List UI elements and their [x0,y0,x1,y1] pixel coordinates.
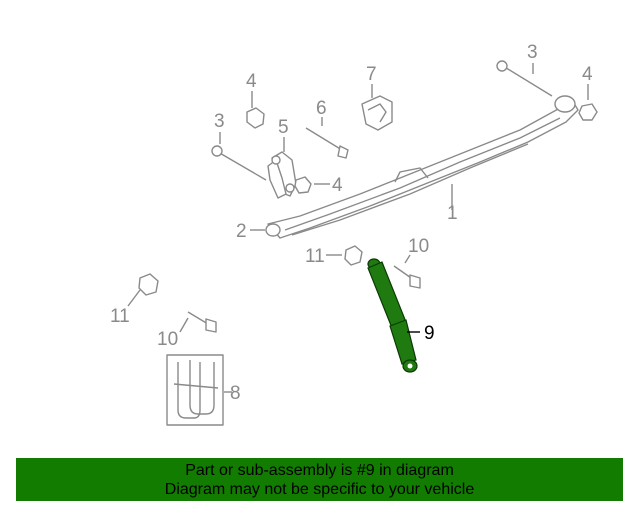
banner-line-1: Part or sub-assembly is #9 in diagram [185,461,454,479]
bolt-10-lower[interactable] [187,311,217,333]
bolt-upper-right[interactable] [496,60,553,97]
callout-8: 8 [230,383,241,404]
banner-line-2: Diagram may not be specific to your vehi… [164,480,475,498]
callout-10-lower: 10 [157,329,178,350]
callout-labels: 3 4 4 3 5 6 7 4 1 2 11 10 11 10 8 9 [110,42,593,404]
callout-11-upper: 11 [305,246,325,267]
callout-5: 5 [278,117,289,138]
u-bolt-kit[interactable] [166,354,224,426]
nut-upper-left[interactable] [246,107,265,129]
callout-9: 9 [424,323,435,344]
callout-4-left: 4 [246,71,257,92]
callout-10-upper: 10 [408,236,429,257]
bolt-6[interactable] [305,127,349,159]
bolt-left[interactable] [211,145,267,181]
parts-diagram: 3 4 4 3 5 6 7 4 1 2 11 10 11 10 8 9 [110,42,598,426]
callout-4-middle: 4 [332,175,343,196]
notice-banner: Part or sub-assembly is #9 in diagram Di… [16,458,623,501]
callout-7: 7 [366,64,377,85]
bracket-7[interactable] [361,95,393,131]
callout-3-upper: 3 [527,42,538,63]
nut-11-lower[interactable] [138,273,159,296]
callout-2: 2 [236,221,247,242]
leaf-spring[interactable] [265,95,579,239]
callout-11-lower: 11 [110,306,130,327]
callout-1: 1 [447,203,458,224]
nut-upper-right[interactable] [578,103,598,121]
callout-6: 6 [316,98,327,119]
leader-lines [127,63,589,393]
callout-3-left: 3 [214,111,225,132]
bolt-10-upper[interactable] [393,265,421,289]
callout-4-right: 4 [582,64,593,85]
nut-middle[interactable] [294,176,312,194]
shock-absorber[interactable] [367,258,418,373]
nut-11-upper[interactable] [344,245,363,266]
shackle[interactable] [267,151,297,199]
